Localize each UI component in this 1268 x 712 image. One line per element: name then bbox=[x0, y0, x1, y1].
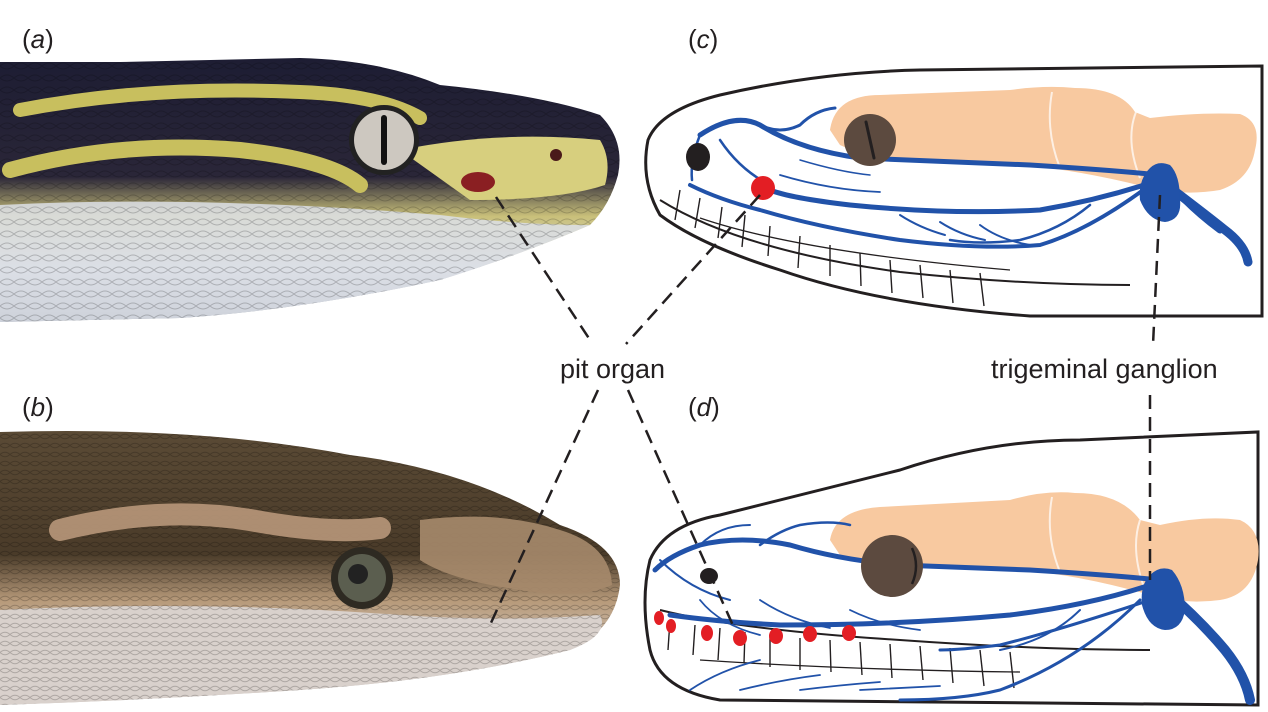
leader-lines bbox=[488, 194, 1162, 631]
trigeminal-nerves-d bbox=[652, 521, 1255, 705]
pit-organs-d bbox=[654, 611, 856, 646]
panel-label-a: (a) bbox=[22, 24, 54, 54]
photo-b-snake-head bbox=[0, 430, 620, 705]
pit-organ-d-6 bbox=[803, 626, 817, 642]
diagram-d-python bbox=[643, 430, 1260, 707]
pit-organ-d-3 bbox=[701, 625, 713, 641]
nostril-c bbox=[686, 143, 710, 171]
panel-label-d: (d) bbox=[688, 392, 720, 422]
jaw-scale-ticks-c bbox=[674, 189, 985, 307]
pit-organ-label: pit organ bbox=[560, 354, 666, 384]
eye-d bbox=[861, 535, 923, 597]
diagram-c-pit-viper bbox=[644, 64, 1264, 318]
pit-organ-d-7 bbox=[842, 625, 856, 641]
jaw-scale-ticks-d bbox=[667, 619, 1015, 689]
pit-organ-c bbox=[751, 176, 775, 200]
pit-organ-d-4 bbox=[733, 630, 747, 646]
trigeminal-ganglion-label: trigeminal ganglion bbox=[991, 354, 1218, 384]
pit-organ-d-1 bbox=[654, 611, 664, 625]
pit-organ-d-2 bbox=[666, 619, 676, 633]
brain-shape bbox=[830, 86, 1257, 193]
nostril-d bbox=[700, 568, 718, 584]
photo-a-snake-head bbox=[0, 58, 620, 322]
panel-label-c: (c) bbox=[688, 24, 719, 54]
leader-c-pit bbox=[625, 194, 761, 345]
pit-organ-d-5 bbox=[769, 628, 783, 644]
panel-label-b: (b) bbox=[22, 392, 54, 422]
leader-c-ganglion bbox=[1151, 194, 1162, 346]
leader-a-pit bbox=[494, 196, 594, 344]
